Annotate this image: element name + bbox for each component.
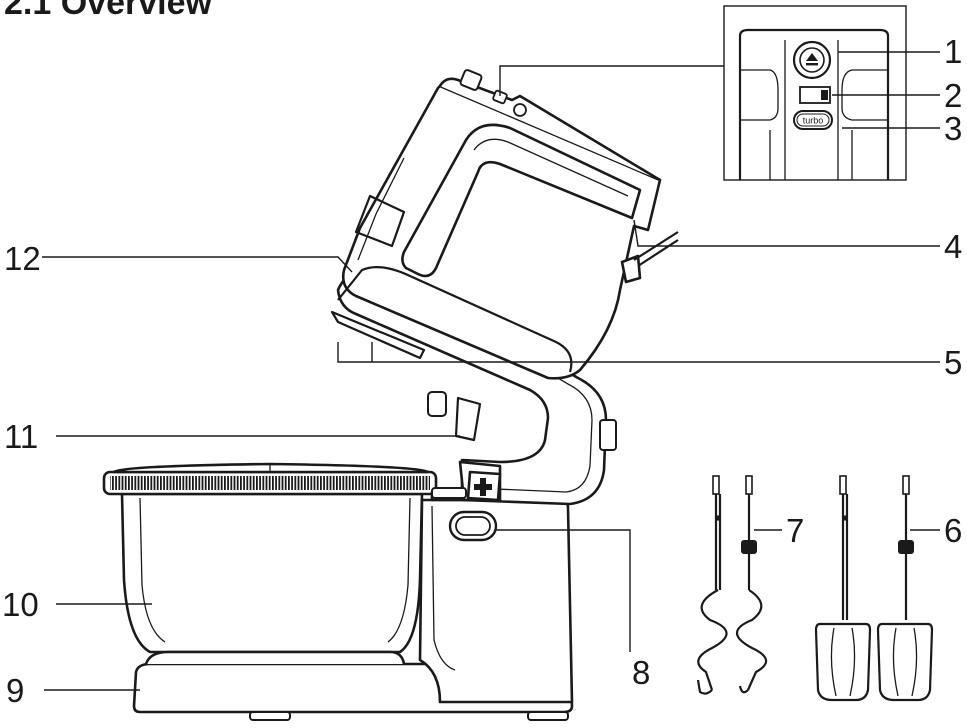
dough-hooks [696, 475, 768, 695]
callout-3: 3 [944, 110, 962, 147]
speed-switch-slider [821, 90, 828, 100]
mixer-underside [337, 265, 573, 373]
dough-hook-a-coil [697, 589, 728, 691]
beater-b-frame [876, 622, 934, 702]
callout-4: 4 [944, 228, 962, 265]
section-heading: 2.1 Overview [4, 0, 212, 22]
dough-hook-a-pin [715, 515, 721, 521]
bowl-lid [112, 462, 430, 474]
callout-5: 5 [944, 344, 962, 381]
beater-b-wire-2 [911, 627, 918, 697]
callout-12: 12 [4, 240, 41, 277]
callout-6: 6 [944, 512, 962, 549]
dough-hook-a-tip [696, 679, 713, 695]
stand-base [132, 490, 574, 721]
beater-stub-right [454, 396, 482, 442]
dough-hook-b-collar [741, 540, 757, 554]
beater-a-pin [842, 515, 848, 521]
mixer-bottom-rail [330, 310, 426, 360]
foot-left [249, 711, 291, 721]
turbo-label: turbo [803, 116, 824, 126]
bowl-body [120, 492, 424, 654]
callout-9: 9 [6, 672, 24, 709]
beaters [814, 475, 934, 702]
beater-a-wire-2 [849, 627, 856, 697]
beater-a-frame [814, 622, 872, 702]
controls-inset: turbo [723, 5, 907, 181]
callout-7: 7 [786, 512, 804, 549]
turbo-button-inner [796, 113, 830, 127]
mixer-side-panel [357, 157, 405, 261]
callout-10: 10 [2, 586, 39, 623]
callout-8: 8 [632, 654, 650, 691]
foot-right [527, 711, 569, 721]
callout-1: 1 [944, 33, 962, 70]
inset-handle-left [740, 69, 779, 121]
beater-a-wire-1 [830, 627, 837, 697]
dough-hook-b-coil [735, 589, 768, 691]
beater-stub-left [427, 391, 447, 417]
plus-icon [474, 478, 492, 496]
callout-11: 11 [4, 418, 38, 455]
leader-8 [496, 529, 631, 652]
hinge [431, 487, 467, 499]
leader-5 [337, 342, 940, 363]
beater-b-shaft-tip [902, 475, 910, 495]
power-cord-2 [637, 239, 679, 267]
mixer-handle-cutout [401, 123, 642, 278]
dough-hook-a-shaft-tip [712, 475, 720, 495]
bowl-rim-grip [110, 476, 430, 490]
dough-hook-b-shaft-tip [745, 475, 753, 495]
mixer-body [341, 84, 662, 380]
bowl-inner-line-right [387, 497, 411, 643]
mixing-bowl [102, 462, 438, 654]
cord-guard [620, 254, 642, 284]
leader-lines [42, 51, 940, 691]
leader-4 [633, 219, 940, 247]
mixer-vent [354, 194, 406, 248]
beater-a-shaft-tip [839, 475, 847, 495]
inset-handle-right [841, 69, 888, 121]
eject-icon [806, 53, 818, 61]
callout-numbers: 1 2 3 4 5 6 7 8 9 10 11 12 [2, 33, 962, 709]
bowl-inner-line [139, 497, 166, 643]
beater-b-collar [898, 540, 914, 554]
leader-inset [499, 65, 724, 96]
pillar-inner [431, 505, 456, 671]
eject-icon-bar [806, 63, 818, 66]
leader-12 [42, 256, 353, 273]
turbo-button-side [513, 103, 527, 117]
speed-switch-side [492, 89, 508, 105]
callout-2: 2 [944, 77, 962, 114]
dough-hook-b-tip [738, 685, 749, 694]
beater-b-wire-1 [892, 627, 899, 697]
inset-body-outline [738, 28, 890, 180]
tilt-release-button [455, 516, 491, 536]
bowl-seat [144, 650, 406, 665]
cradle-knob [599, 419, 617, 451]
mixer-handle-inner [473, 138, 629, 197]
hand-mixer [330, 69, 679, 442]
eject-button-side [459, 69, 483, 91]
